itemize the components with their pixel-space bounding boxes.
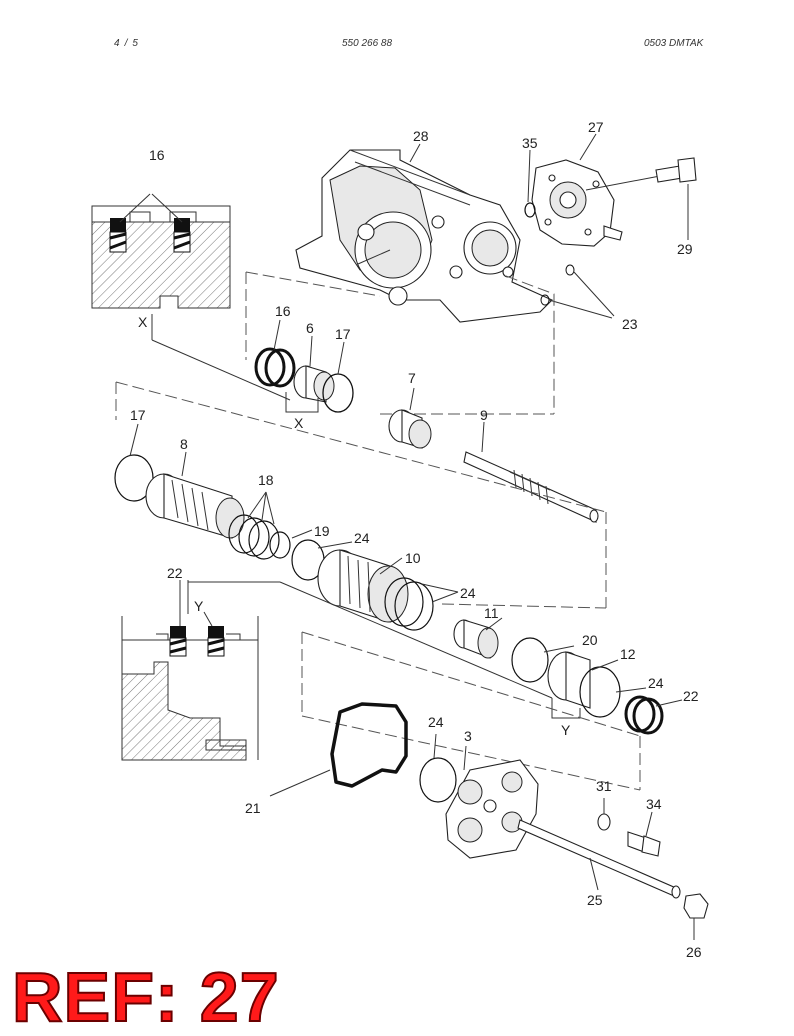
callout-16-detail: 16 bbox=[149, 147, 165, 163]
callout-35: 35 bbox=[522, 135, 538, 151]
callout-7: 7 bbox=[408, 370, 416, 386]
callout-17: 17 bbox=[130, 407, 146, 423]
seal-holder-part bbox=[145, 473, 245, 539]
detail-y-marker-lower: Y bbox=[561, 722, 571, 738]
washer-part bbox=[597, 813, 611, 831]
backup-rings-part bbox=[228, 514, 280, 560]
callout-26: 26 bbox=[686, 944, 702, 960]
o-ring-part bbox=[511, 637, 549, 683]
pump-housing-part bbox=[295, 149, 553, 323]
page-separator: / bbox=[124, 38, 128, 49]
small-o-ring-part bbox=[524, 202, 536, 218]
tie-rod-part bbox=[517, 819, 681, 899]
detail-x-marker: X bbox=[138, 314, 148, 330]
callout-16: 16 bbox=[275, 303, 291, 319]
gasket-part bbox=[330, 702, 408, 788]
valve-head-part bbox=[445, 759, 539, 859]
callout-10: 10 bbox=[405, 550, 421, 566]
callout-22-detail: 22 bbox=[167, 565, 183, 581]
o-ring-part bbox=[394, 581, 434, 631]
callout-8: 8 bbox=[180, 436, 188, 452]
seal-housing-part bbox=[293, 365, 335, 403]
page-current: 4 bbox=[114, 38, 120, 49]
shaft-part bbox=[463, 451, 599, 523]
callout-20: 20 bbox=[582, 632, 598, 648]
callout-24-b: 24 bbox=[460, 585, 476, 601]
callout-3: 3 bbox=[464, 728, 472, 744]
callout-18: 18 bbox=[258, 472, 274, 488]
seal-ring-icon bbox=[109, 218, 127, 253]
o-ring-part bbox=[419, 757, 457, 803]
callout-21: 21 bbox=[245, 800, 261, 816]
callout-labels: 28 35 27 29 23 16 X 16 6 17 X 7 9 17 8 1… bbox=[130, 119, 702, 960]
callout-9: 9 bbox=[480, 407, 488, 423]
callout-22: 22 bbox=[683, 688, 699, 704]
small-o-ring-part bbox=[565, 264, 575, 276]
callout-24-d: 24 bbox=[428, 714, 444, 730]
callout-24-c: 24 bbox=[648, 675, 664, 691]
seal-ring-icon bbox=[173, 218, 191, 253]
reference-label: REF: 27 bbox=[11, 958, 280, 1036]
callout-34: 34 bbox=[646, 796, 662, 812]
callout-28: 28 bbox=[413, 128, 429, 144]
sleeve-part bbox=[453, 619, 499, 659]
detail-x-marker-lower: X bbox=[294, 415, 304, 431]
callout-12: 12 bbox=[620, 646, 636, 662]
seal-ring-icon bbox=[207, 626, 225, 657]
part-number: 550 266 88 bbox=[342, 38, 393, 49]
cover-bolt-part bbox=[585, 157, 697, 191]
document-code: 0503 DMTAK bbox=[644, 38, 704, 49]
callout-11: 11 bbox=[484, 605, 499, 621]
callout-31: 31 bbox=[596, 778, 612, 794]
callout-23: 23 bbox=[622, 316, 638, 332]
callout-24-a: 24 bbox=[354, 530, 370, 546]
callout-25: 25 bbox=[587, 892, 603, 908]
page-number: 4 / 5 bbox=[114, 38, 138, 49]
gland-seal-rings-part bbox=[254, 347, 296, 388]
callout-29: 29 bbox=[677, 241, 693, 257]
detail-y-marker: Y bbox=[194, 598, 204, 614]
detail-x-cutaway bbox=[91, 193, 291, 401]
detail-y-cutaway bbox=[121, 580, 553, 761]
retaining-ring-part bbox=[624, 695, 664, 735]
callout-19: 19 bbox=[314, 523, 330, 539]
o-ring-part bbox=[269, 531, 291, 559]
plug-screw-part bbox=[627, 831, 661, 857]
callout-17-top: 17 bbox=[335, 326, 351, 342]
end-cover-part bbox=[531, 159, 623, 247]
valve-sleeve-part bbox=[317, 549, 409, 623]
callout-27: 27 bbox=[588, 119, 604, 135]
callout-6: 6 bbox=[306, 320, 314, 336]
guide-ring-part bbox=[547, 651, 591, 709]
cap-nut-part bbox=[683, 893, 709, 919]
seal-ring-icon bbox=[169, 626, 187, 657]
page-total: 5 bbox=[132, 38, 138, 49]
bushing-part bbox=[388, 409, 432, 449]
